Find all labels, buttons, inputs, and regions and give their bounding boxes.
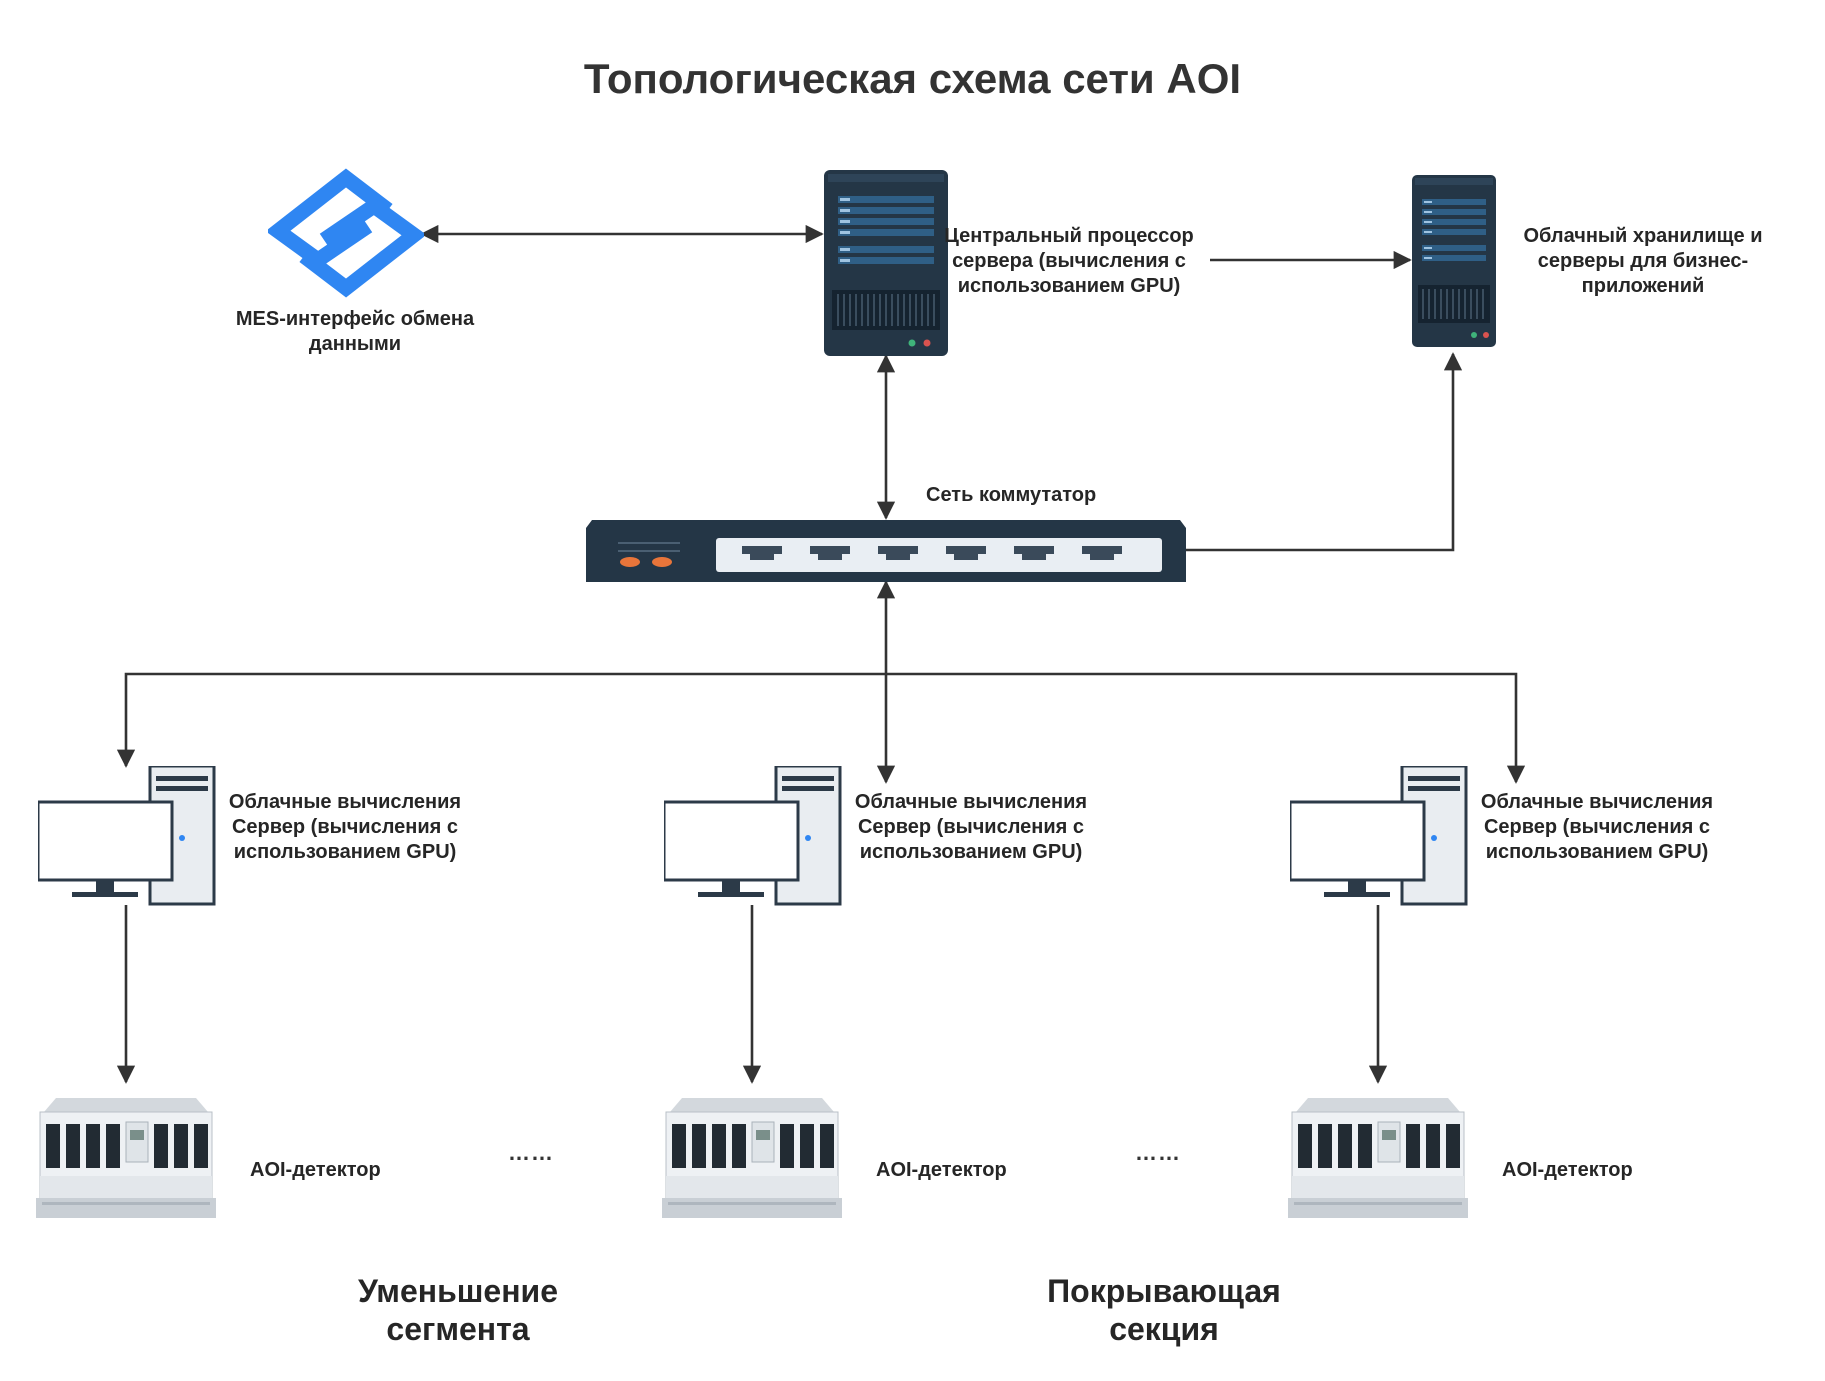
network-switch-icon <box>586 520 1186 582</box>
desktop-computer-icon <box>1290 766 1468 906</box>
mes-logo-icon <box>268 168 424 298</box>
diagram-title: Топологическая схема сети AOI <box>583 55 1242 102</box>
switch-label: Сеть коммутатор <box>926 484 1097 506</box>
workstation-label: Облачные вычисления Сервер (вычисления с… <box>854 791 1088 863</box>
cloud-storage-label: Облачный хранилище и серверы для бизнес-… <box>1523 225 1763 297</box>
workstation-label: Облачные вычисления Сервер (вычисления с… <box>228 791 462 863</box>
aoi-machine-icon <box>662 1098 842 1218</box>
central-server-label: Центральный процессор сервера (вычислени… <box>944 225 1194 297</box>
aoi-detector-label: AOI-детектор <box>876 1159 1007 1181</box>
workstation-label: Облачные вычисления Сервер (вычисления с… <box>1480 791 1714 863</box>
link-bus-right <box>886 672 1526 784</box>
aoi-machine-icon <box>1288 1098 1468 1218</box>
ellipsis: …… <box>508 1140 554 1165</box>
cloud-storage-server-icon <box>1412 175 1496 347</box>
section-label: Покрывающая секция <box>1047 1273 1281 1347</box>
central-server-icon <box>824 170 948 356</box>
aoi-machine-icon <box>36 1098 216 1218</box>
link-bus-left <box>116 672 886 768</box>
desktop-computer-icon <box>664 766 842 906</box>
mes-label: MES-интерфейс обмена данными <box>235 308 475 355</box>
desktop-computer-icon <box>38 766 216 906</box>
ellipsis: …… <box>1135 1140 1181 1165</box>
aoi-detector-label: AOI-детектор <box>1502 1159 1633 1181</box>
link-switch-cloud <box>1185 352 1463 552</box>
aoi-detector-label: AOI-детектор <box>250 1159 381 1181</box>
section-label: Уменьшение сегмента <box>357 1273 559 1347</box>
